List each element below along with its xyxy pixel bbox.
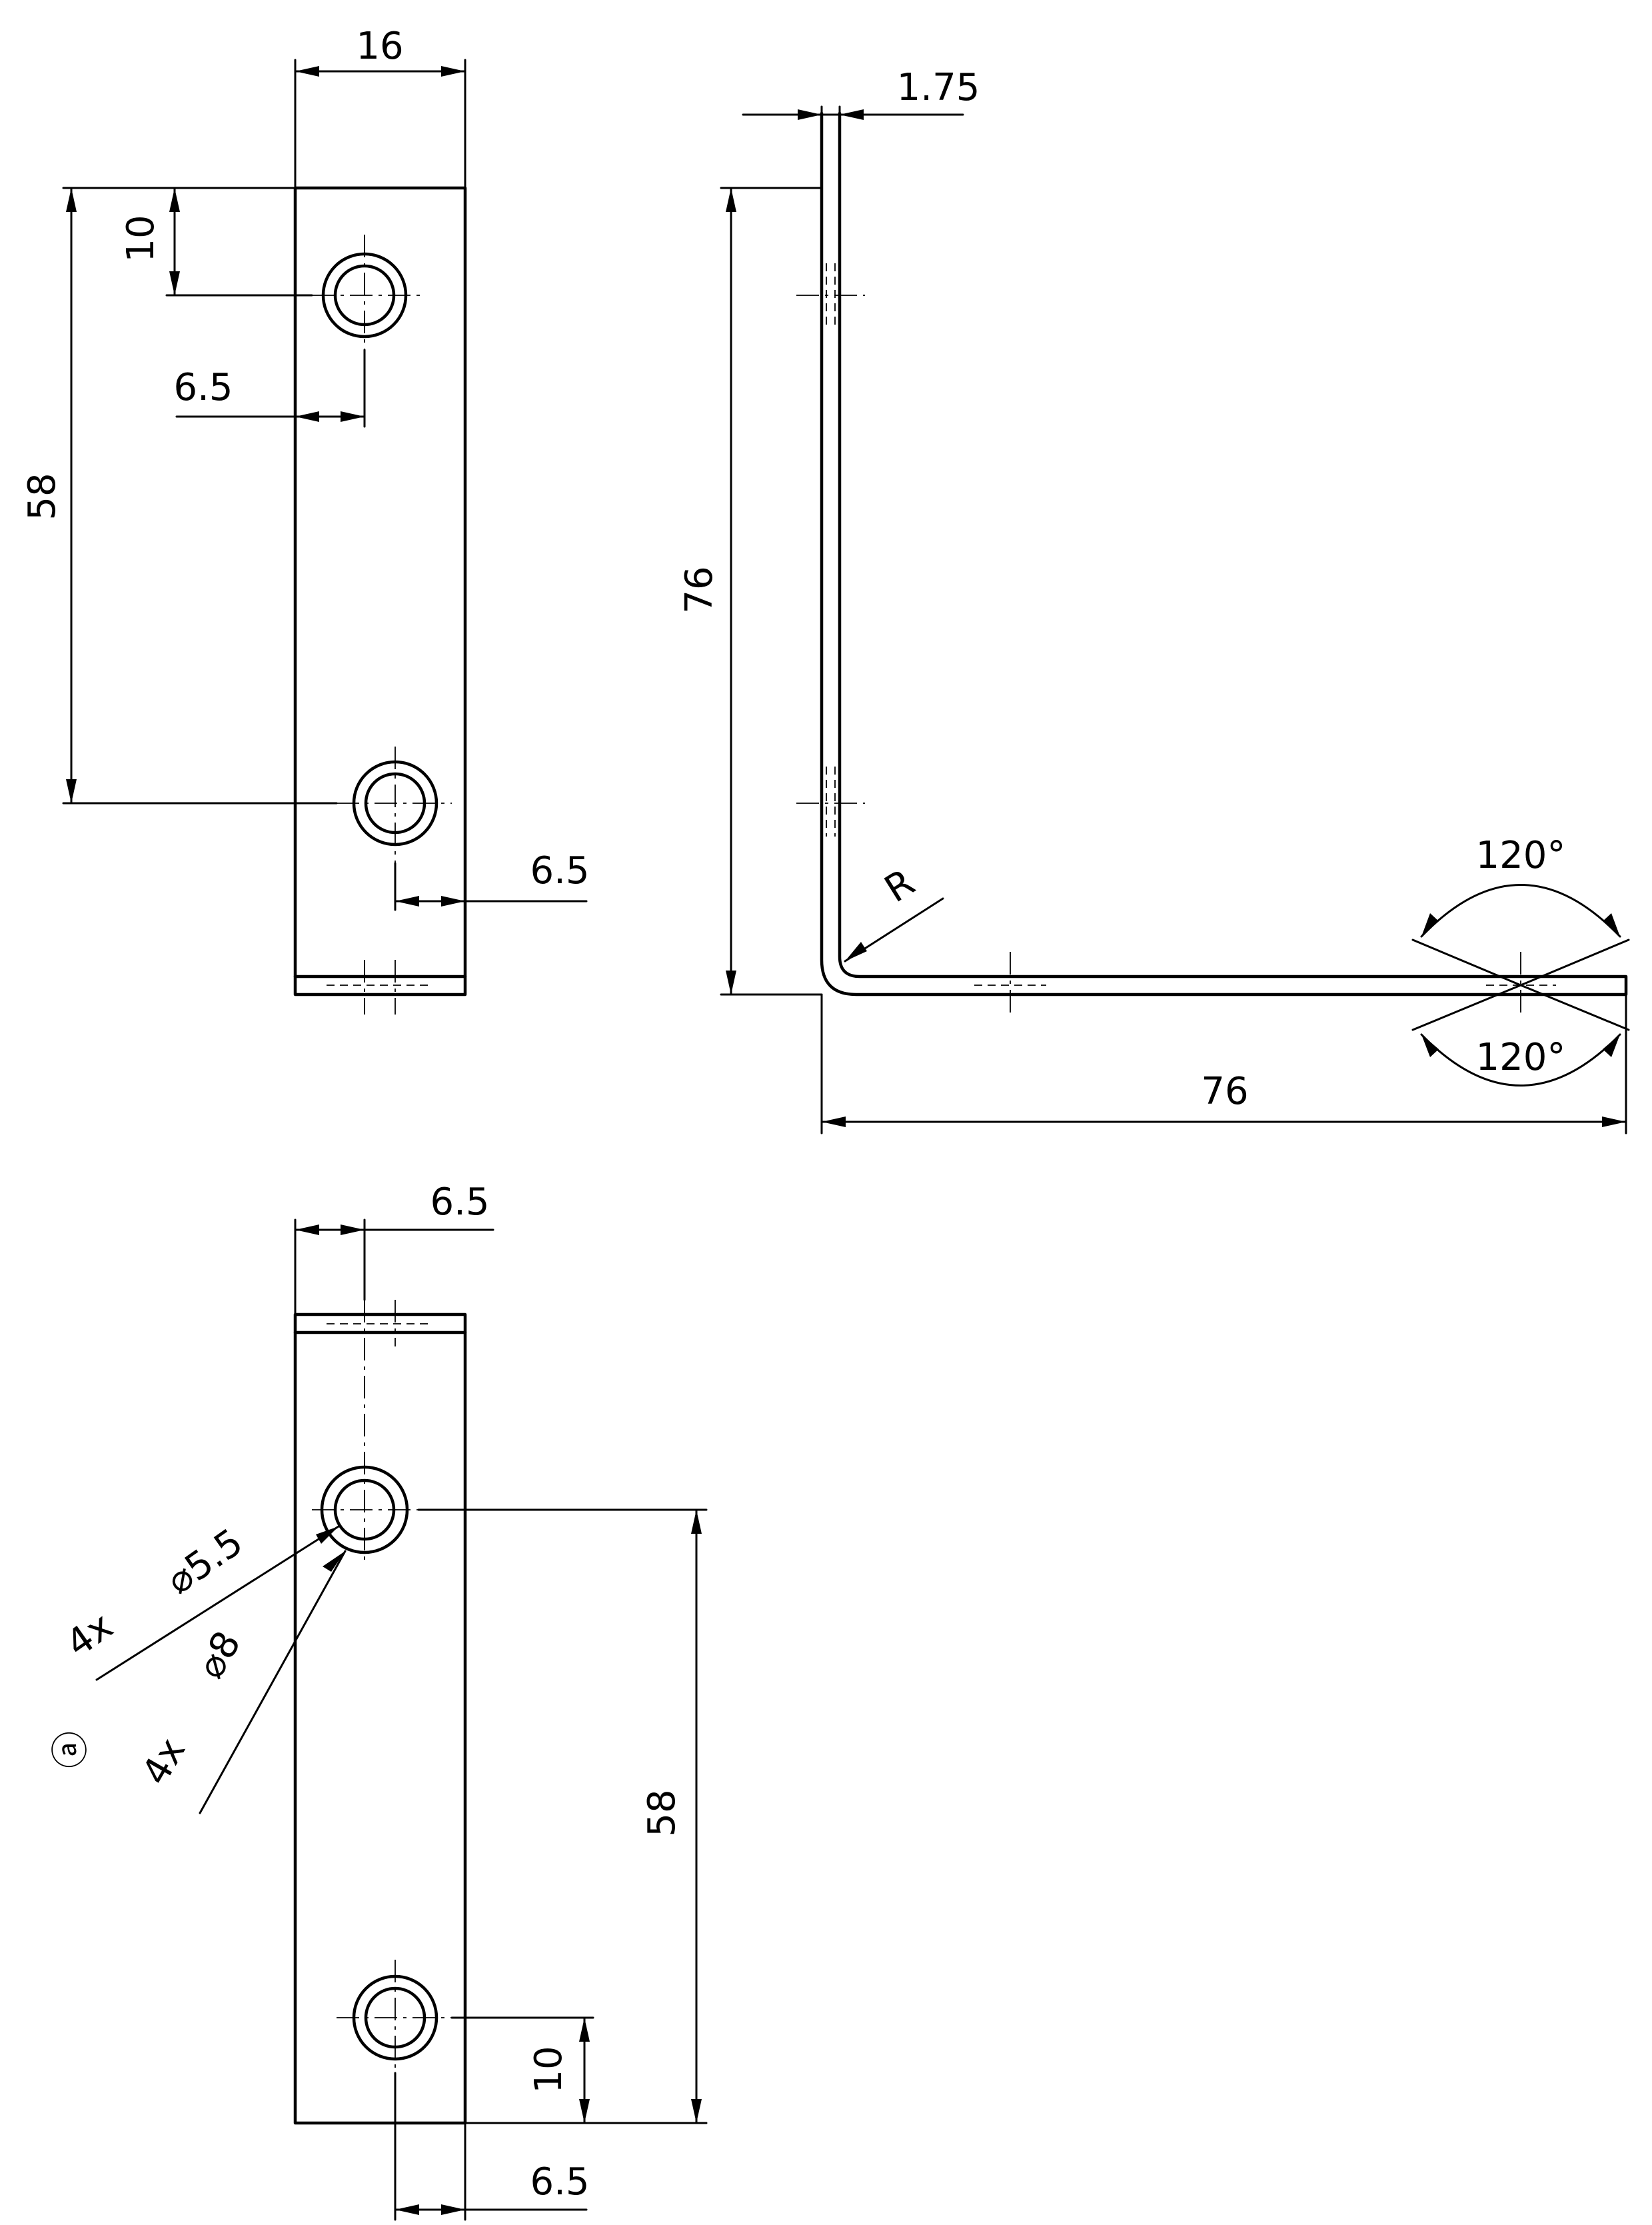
callout-counterbore-count: 4x (134, 1731, 195, 1792)
dim-width-arrow-right (441, 66, 465, 77)
countersink-bottom-label: 120° (1476, 1036, 1566, 1079)
dim-bot-bottom-offset-label: 10 (527, 2046, 570, 2093)
dim-width-arrow-left (295, 66, 319, 77)
callout-counterbore-diameter: ⌀8 (189, 1624, 249, 1686)
dim-spacing-label: 58 (21, 473, 64, 520)
dim-bot-bottom-hole-arrow-left (395, 2204, 419, 2215)
side-view: 1.75 76 76 R 120° 120° (678, 66, 1630, 1134)
dim-radius-arrow (845, 942, 867, 961)
countersink-bottom-line-b (1519, 984, 1630, 1031)
dim-bot-top-offset-label: 6.5 (430, 1180, 489, 1224)
dim-bot-bottom-offset-arrow-bottom (579, 2099, 590, 2123)
dim-spacing-arrow-bottom (66, 779, 77, 803)
countersink-top-line-b (1519, 939, 1630, 987)
dim-thickness-arrow-right (840, 109, 864, 120)
callout-through-arrow (316, 1526, 339, 1544)
dim-radius-label: R (877, 861, 922, 911)
dim-top-offset-arrow-bottom (169, 271, 180, 295)
dim-bot-bottom-offset-arrow-top (579, 2018, 590, 2042)
dim-hole1-label: 6.5 (173, 366, 233, 409)
dim-top-offset-label: 10 (119, 215, 163, 262)
dim-bot-spacing-label: 58 (640, 1789, 684, 1836)
dim-height-arrow-bottom (726, 971, 736, 995)
dim-bot-bottom-hole-arrow-right (441, 2204, 465, 2215)
callout-through-count: 4x (59, 1604, 121, 1666)
dim-length-arrow-left (822, 1116, 846, 1127)
countersink-top-arc (1420, 884, 1621, 938)
dim-thickness-arrow-left (798, 109, 822, 120)
dim-length-arrow-right (1602, 1116, 1626, 1127)
countersink-top-line-a (1411, 939, 1522, 987)
countersink-bottom-arc (1420, 1033, 1621, 1087)
countersink-top-label: 120° (1476, 834, 1566, 877)
top-view-outline (293, 186, 467, 997)
dim-top-offset-arrow-top (169, 188, 180, 212)
countersink-top-arrow-left (1421, 913, 1439, 937)
dim-hole2-arrow-right (441, 896, 465, 907)
dim-bot-bottom-hole-label: 6.5 (530, 2160, 589, 2204)
top-view: 16 58 10 6.5 6.5 (21, 25, 590, 1015)
dim-height-label: 76 (678, 566, 721, 613)
callout-through-leader (95, 1525, 340, 1681)
dim-hole1-arrow-left (295, 411, 319, 422)
bottom-view-outline (293, 1312, 467, 2125)
dim-hole2-arrow-left (395, 896, 419, 907)
dim-spacing-arrow-top (66, 188, 77, 212)
dim-bot-spacing-arrow-top (691, 1510, 702, 1534)
dim-bot-top-offset-arrow-left (295, 1224, 319, 1235)
dim-hole2-label: 6.5 (530, 849, 589, 893)
dim-thickness-label: 1.75 (897, 66, 980, 109)
callout-counterbore-arrow (323, 1551, 345, 1572)
side-view-outline (820, 111, 1628, 997)
dim-width-label: 16 (356, 25, 403, 68)
countersink-top-arrow-right (1603, 913, 1620, 937)
countersink-bottom-line-a (1411, 984, 1522, 1031)
callout-marker: ⓐ (49, 1731, 93, 1768)
dim-bot-top-offset-arrow-right (341, 1224, 365, 1235)
callout-counterbore-leader (199, 1550, 347, 1814)
dim-hole1-arrow-right (341, 411, 365, 422)
countersink-bottom-arrow-left (1421, 1035, 1439, 1057)
bottom-view: 6.5 58 10 6.5 4x ⌀5.5 4x ⌀8 ⓐ (49, 1180, 708, 2221)
dim-length-label: 76 (1201, 1070, 1248, 1113)
dim-height-arrow-top (726, 188, 736, 212)
dim-bot-spacing-arrow-bottom (691, 2099, 702, 2123)
countersink-bottom-arrow-right (1603, 1035, 1620, 1057)
